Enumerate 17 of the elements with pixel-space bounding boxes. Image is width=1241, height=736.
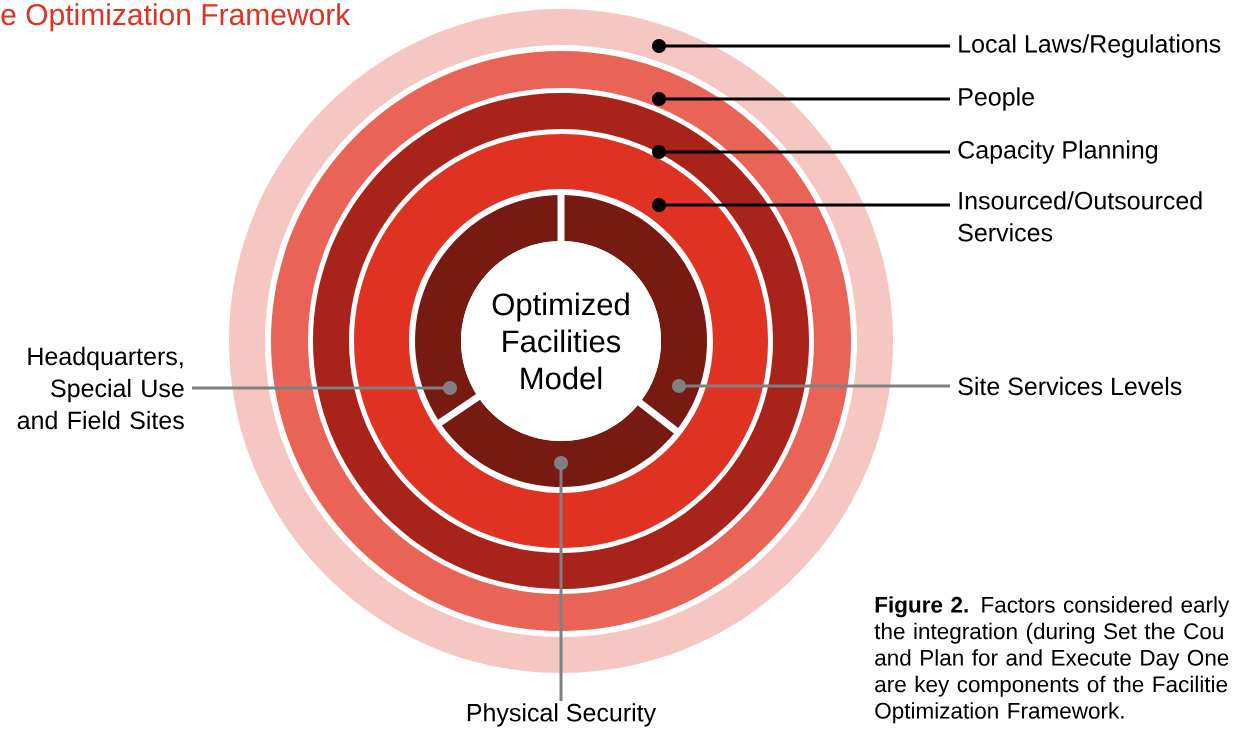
factor-label: Local Laws/Regulations: [959, 34, 1221, 58]
title: e Optimization Framework: [1, 3, 351, 32]
factor-label: Physical Security: [467, 703, 657, 727]
leader-line: [652, 198, 950, 212]
factor-label: Site Services Levels: [958, 376, 1182, 396]
leader-line: [672, 379, 950, 393]
factor-label: Capacity Planning: [958, 140, 1158, 164]
ring-segment: [441, 399, 674, 487]
leader-line: [192, 381, 457, 395]
leader-line: [554, 456, 568, 701]
leader-line: [652, 92, 950, 106]
factor-label: People: [959, 87, 1034, 111]
factor-label: Headquarters, Special Use and Field Sites: [17, 346, 184, 430]
leader-line: [652, 39, 950, 53]
leader-line: [652, 145, 950, 159]
factor-label: Insourced/Outsourced Services: [958, 191, 1202, 242]
caption: Figure 2. Factors considered early the integration (during Set the Cou and Plan for and Execute Day One are key components of the Facilitie Optimization Framework.: [874, 596, 1230, 724]
